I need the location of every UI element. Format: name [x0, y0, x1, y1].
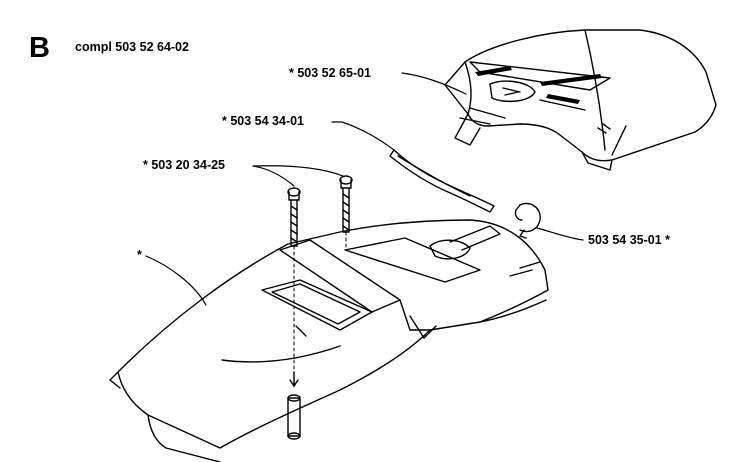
screw-right-part [339, 175, 353, 233]
callout-main-cover: * [137, 248, 142, 262]
top-cover-stripes [475, 66, 602, 104]
top-cover-part [444, 29, 717, 171]
leader-lines [145, 72, 584, 306]
leader-screw-right [252, 165, 344, 177]
callout-screws: * 503 20 34-25 [143, 158, 226, 172]
callout-strip: * 503 54 34-01 [222, 114, 305, 128]
callout-top-cover: * 503 52 65-01 [289, 66, 372, 80]
seal-strip-part [389, 149, 495, 213]
leader-strip [331, 121, 395, 151]
callout-clip: 503 54 35-01 * [588, 233, 671, 247]
main-cover-part [109, 219, 549, 462]
screw-axis-dashed [293, 231, 347, 391]
threaded-boss-part [287, 371, 301, 440]
leader-main-cover [145, 255, 207, 306]
leader-top-cover [401, 72, 467, 95]
screw-left-part [287, 187, 301, 247]
leader-screw-left [252, 165, 295, 187]
section-letter: B [29, 32, 50, 64]
assembly-part-number: compl 503 52 64-02 [75, 40, 189, 54]
clip-part [514, 202, 541, 239]
leader-clip [536, 227, 584, 241]
